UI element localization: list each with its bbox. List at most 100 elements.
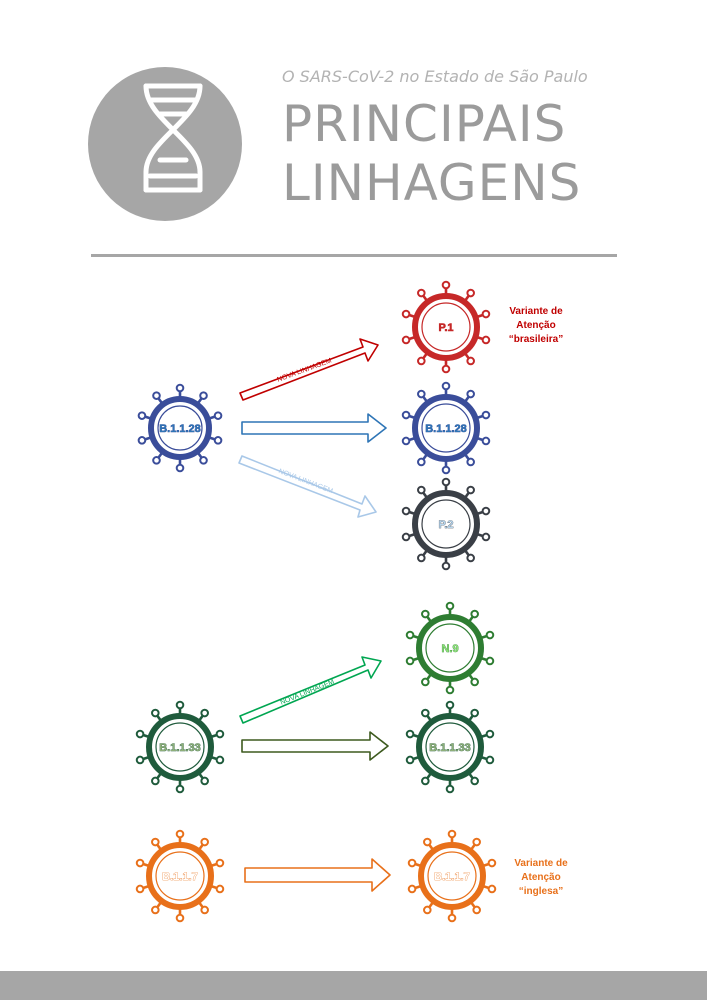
virus-spikes — [135, 700, 225, 794]
virus-p1: P.1 — [401, 280, 491, 374]
arrow-label-n9: NOVA LINHAGEM — [279, 679, 335, 707]
virus-spike-tip — [485, 656, 495, 666]
virus-spike-tip — [481, 506, 491, 516]
virus-spike-tip — [441, 280, 451, 290]
virus-spike-tip — [215, 755, 225, 765]
virus-spike-tip — [401, 410, 411, 420]
virus-spike-tip — [441, 465, 451, 475]
virus-label: N.9 — [441, 643, 458, 655]
virus-spike-tip — [445, 685, 455, 695]
virus-spike-tip — [447, 829, 457, 839]
arrow-b117-to-b117 — [244, 858, 391, 892]
virus-spike-tip — [445, 784, 455, 794]
virus-spike-tip — [441, 381, 451, 391]
virus-spike-tip — [441, 364, 451, 374]
virus-label: B.1.1.7 — [434, 871, 469, 883]
virus-inner-ring — [425, 623, 475, 673]
virus-spike-tip — [470, 708, 479, 718]
virus-spike-tip — [135, 858, 145, 868]
virus-spike-tip — [481, 309, 491, 319]
virus-inner-ring — [421, 403, 471, 453]
arrow-b1128-to-p2: NOVA LINHAGEM — [238, 455, 377, 518]
note-inglesa: Variante de Atenção “inglesa” — [514, 858, 568, 897]
footer-bar — [0, 971, 707, 1000]
virus-spike-tip — [481, 410, 491, 420]
note-line: Atenção — [521, 872, 560, 883]
virus-spike-tip — [175, 463, 185, 473]
logo-circle — [88, 67, 242, 221]
virus-spike-tip — [200, 776, 209, 786]
virus-spike-tip — [405, 656, 415, 666]
virus-spike-tip — [487, 884, 497, 894]
virus-label: B.1.1.28 — [425, 423, 467, 435]
header-title-line1: PRINCIPAIS — [282, 95, 566, 153]
virus-spike-tip — [215, 858, 225, 868]
virus-spike-tip — [466, 457, 475, 467]
note-brasileira: Variante de Atenção “brasileira” — [509, 306, 563, 345]
virus-spike-tip — [466, 553, 475, 563]
virus-spike-tip — [199, 456, 208, 465]
arrow-b1133-to-b1133 — [241, 731, 389, 761]
virus-spike-tip — [421, 609, 430, 619]
virus-n9: N.9 — [405, 601, 495, 695]
virus-spike-tip — [470, 609, 479, 619]
virus-spike-tip — [485, 755, 495, 765]
header: O SARS-CoV-2 no Estado de São Paulo PRIN… — [88, 67, 617, 257]
virus-spike-tip — [485, 630, 495, 640]
note-line: Atenção — [516, 320, 555, 331]
virus-spike-tip — [441, 561, 451, 571]
virus-spike-tip — [407, 884, 417, 894]
virus-spike-tip — [152, 456, 161, 465]
virus-spike-tip — [417, 457, 426, 467]
arrow-b1128-to-p1: NOVA LINHAGEM — [239, 338, 379, 401]
virus-spike-tip — [447, 913, 457, 923]
virus-p2: P.2 — [401, 477, 491, 571]
virus-spike-tip — [151, 708, 160, 718]
arrow-label-p1: NOVA LINHAGEM — [276, 357, 333, 383]
virus-spike-tip — [421, 708, 430, 718]
virus-spike-tip — [137, 436, 147, 445]
virus-spike-tip — [423, 905, 432, 915]
virus-spike-tip — [421, 776, 430, 786]
virus-spike-tip — [151, 837, 160, 847]
virus-label: B.1.1.28 — [159, 423, 201, 435]
virus-spike-tip — [401, 309, 411, 319]
header-title-line2: LINHAGENS — [282, 154, 581, 212]
virus-spike-tip — [175, 784, 185, 794]
arrow-b1128-to-b1128 — [241, 413, 387, 443]
virus-spike-tip — [137, 411, 147, 420]
virus-spike-tip — [466, 485, 475, 495]
arrows: NOVA LINHAGEM NOVA LINHAGEM NOVA LINHAGE… — [238, 338, 391, 892]
virus-label: P.2 — [438, 519, 453, 531]
virus-spike-tip — [466, 389, 475, 399]
virus-body — [146, 842, 214, 910]
virus-label: B.1.1.33 — [159, 742, 201, 754]
virus-inner-ring — [155, 722, 205, 772]
virus-b117-target: B.1.1.7 — [407, 829, 497, 923]
virus-spike-tip — [151, 776, 160, 786]
virus-spike-tip — [417, 389, 426, 399]
virus-spikes — [401, 381, 491, 475]
virus-spike-tip — [135, 884, 145, 894]
virus-label: B.1.1.33 — [429, 742, 471, 754]
virus-body — [412, 394, 480, 462]
virus-spike-tip — [405, 729, 415, 739]
virus-inner-ring — [421, 302, 471, 352]
virus-body — [416, 614, 484, 682]
virus-spike-tip — [135, 755, 145, 765]
virus-inner-ring — [421, 499, 471, 549]
virus-spike-tip — [215, 729, 225, 739]
virus-spike-tip — [152, 391, 161, 400]
virus-b1128-source: B.1.1.28 — [137, 383, 223, 473]
virus-label: B.1.1.7 — [162, 871, 197, 883]
virus-spike-tip — [199, 391, 208, 400]
header-subtitle: O SARS-CoV-2 no Estado de São Paulo — [282, 67, 588, 86]
virus-spike-tip — [405, 755, 415, 765]
virus-body — [416, 713, 484, 781]
note-line: “brasileira” — [509, 334, 563, 345]
note-line: Variante de — [514, 858, 568, 869]
virus-spike-tip — [421, 677, 430, 687]
virus-spike-tip — [213, 436, 223, 445]
virus-spike-tip — [470, 677, 479, 687]
virus-spike-tip — [470, 776, 479, 786]
